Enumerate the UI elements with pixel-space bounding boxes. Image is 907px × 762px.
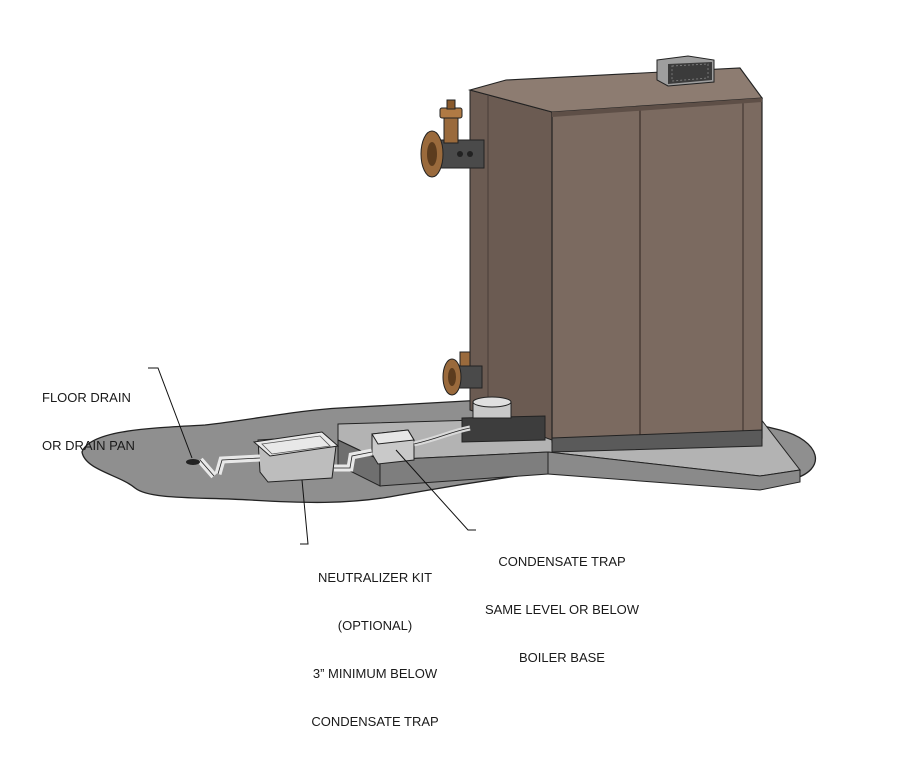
condensate-trap-line-3: BOILER BASE: [519, 650, 605, 665]
neutralizer-kit-box: [252, 431, 340, 483]
supply-pipe-flange: [420, 130, 485, 178]
boiler-cabinet: [467, 67, 764, 453]
condensate-trap-label: CONDENSATE TRAP SAME LEVEL OR BELOW BOIL…: [472, 522, 652, 698]
neutralizer-line-3: 3” MINIMUM BELOW: [312, 666, 438, 681]
diagram-stage: FLOOR DRAIN OR DRAIN PAN NEUTRALIZER KIT…: [42, 55, 817, 729]
floor-drain-label: FLOOR DRAIN OR DRAIN PAN: [42, 358, 135, 486]
condensate-trap-line-1: CONDENSATE TRAP: [498, 554, 626, 569]
relief-valve-icon: [439, 99, 463, 144]
neutralizer-line-2: (OPTIONAL): [337, 618, 413, 633]
neutralizer-line-1: NEUTRALIZER KIT: [317, 570, 433, 585]
floor-drain-icon: [186, 459, 200, 465]
neutralizer-line-4: CONDENSATE TRAP: [311, 714, 439, 729]
condensate-trap-box: [371, 429, 415, 465]
leader-lines: [148, 367, 476, 545]
vent-collar-icon: [461, 396, 546, 443]
boiler-installation-illustration: [81, 55, 817, 545]
return-pipe-flange: [442, 351, 483, 396]
floor-drain-line-2: OR DRAIN PAN: [42, 438, 135, 453]
neutralizer-label: NEUTRALIZER KIT (OPTIONAL) 3” MINIMUM BE…: [290, 538, 460, 762]
condensate-trap-line-2: SAME LEVEL OR BELOW: [484, 602, 640, 617]
top-vent-box-icon: [656, 55, 715, 87]
floor-drain-line-1: FLOOR DRAIN: [42, 390, 131, 405]
